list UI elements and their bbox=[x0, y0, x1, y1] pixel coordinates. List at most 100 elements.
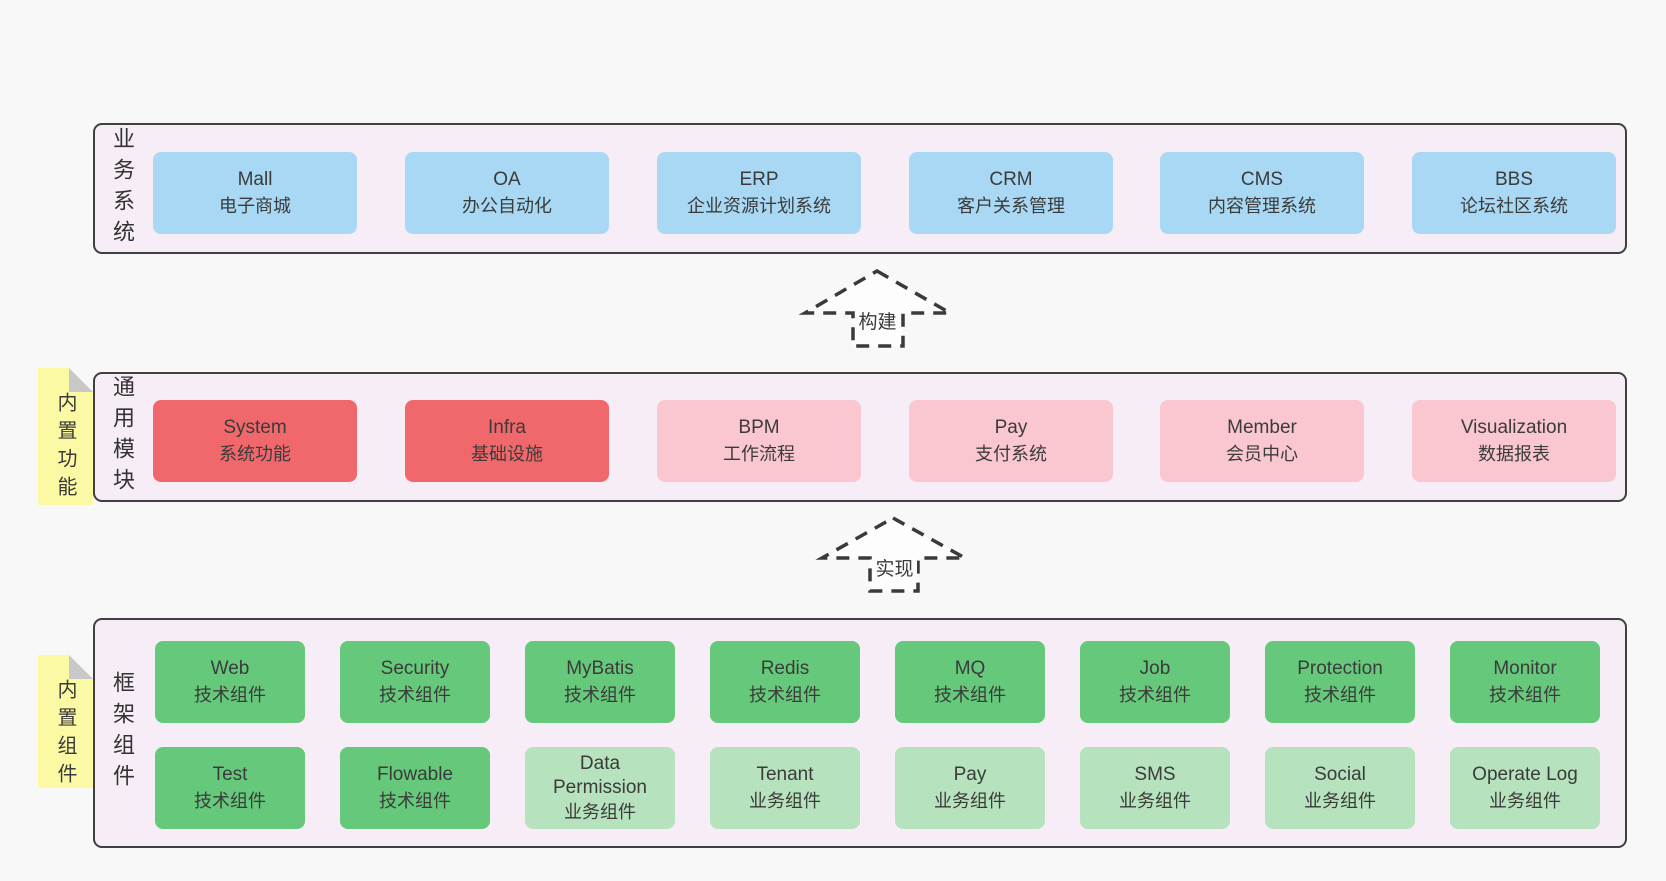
box-sms: SMS 业务组件 bbox=[1080, 747, 1230, 829]
box-subtitle: 技术组件 bbox=[194, 791, 266, 811]
box-title: Redis bbox=[760, 658, 810, 679]
band-label-components: 框架组件 bbox=[110, 671, 135, 795]
band-business-systems: 业务系统 Mall 电子商城 OA 办公自动化 ERP 企业资源计划系统 CRM… bbox=[93, 123, 1627, 254]
box-subtitle: 支付系统 bbox=[975, 444, 1047, 464]
box-subtitle: 技术组件 bbox=[564, 685, 636, 705]
box-subtitle: 业务组件 bbox=[1304, 791, 1376, 811]
box-title: CRM bbox=[989, 169, 1033, 190]
box-redis: Redis 技术组件 bbox=[710, 641, 860, 723]
box-subtitle: 技术组件 bbox=[379, 685, 451, 705]
box-title: Pay bbox=[953, 764, 987, 785]
box-title: Test bbox=[212, 764, 248, 785]
box-mall: Mall 电子商城 bbox=[153, 152, 357, 234]
box-subtitle: 论坛社区系统 bbox=[1460, 196, 1568, 216]
box-social: Social 业务组件 bbox=[1265, 747, 1415, 829]
box-title: Infra bbox=[487, 417, 527, 438]
box-title: Member bbox=[1227, 417, 1297, 438]
note-fold-corner bbox=[69, 368, 93, 392]
box-title: ERP bbox=[739, 169, 779, 190]
box-subtitle: 业务组件 bbox=[934, 791, 1006, 811]
box-job: Job 技术组件 bbox=[1080, 641, 1230, 723]
box-title: CMS bbox=[1240, 169, 1284, 190]
box-monitor: Monitor 技术组件 bbox=[1450, 641, 1600, 723]
box-subtitle: 业务组件 bbox=[564, 802, 636, 822]
box-cms: CMS 内容管理系统 bbox=[1160, 152, 1364, 234]
box-subtitle: 基础设施 bbox=[471, 444, 543, 464]
note-text: 内置功能 bbox=[54, 392, 76, 504]
box-subtitle: 技术组件 bbox=[1304, 685, 1376, 705]
band-framework-components: 框架组件 Web 技术组件 Security 技术组件 MyBatis 技术组件… bbox=[93, 618, 1627, 848]
box-member: Member 会员中心 bbox=[1160, 400, 1364, 482]
box-title: BPM bbox=[738, 417, 780, 438]
box-title: MQ bbox=[954, 658, 986, 679]
box-title: Monitor bbox=[1493, 658, 1557, 679]
sticky-note-built-in-components: 内置组件 bbox=[38, 655, 93, 791]
block-arrow-up-icon bbox=[815, 515, 972, 593]
box-title: Job bbox=[1139, 658, 1171, 679]
box-bbs: BBS 论坛社区系统 bbox=[1412, 152, 1616, 234]
box-operate-log: Operate Log 业务组件 bbox=[1450, 747, 1600, 829]
note-text: 内置组件 bbox=[54, 679, 76, 791]
box-title: Protection bbox=[1297, 658, 1383, 679]
box-subtitle: 企业资源计划系统 bbox=[687, 196, 831, 216]
box-system: System 系统功能 bbox=[153, 400, 357, 482]
box-subtitle: 内容管理系统 bbox=[1208, 196, 1316, 216]
box-subtitle: 技术组件 bbox=[1119, 685, 1191, 705]
box-title: Operate Log bbox=[1472, 764, 1578, 785]
band-common-modules: 通用模块 System 系统功能 Infra 基础设施 BPM 工作流程 Pay… bbox=[93, 372, 1627, 502]
box-subtitle: 技术组件 bbox=[934, 685, 1006, 705]
box-crm: CRM 客户关系管理 bbox=[909, 152, 1113, 234]
build-arrow-label: 构建 bbox=[855, 312, 900, 333]
band-label-modules: 通用模块 bbox=[110, 375, 135, 499]
box-title: System bbox=[223, 417, 287, 438]
box-web: Web 技术组件 bbox=[155, 641, 305, 723]
implement-arrow-label: 实现 bbox=[872, 559, 917, 580]
box-infra: Infra 基础设施 bbox=[405, 400, 609, 482]
box-oa: OA 办公自动化 bbox=[405, 152, 609, 234]
box-subtitle: 业务组件 bbox=[1489, 791, 1561, 811]
box-visualization: Visualization 数据报表 bbox=[1412, 400, 1616, 482]
band-label-business: 业务系统 bbox=[110, 126, 135, 251]
box-subtitle: 客户关系管理 bbox=[957, 196, 1065, 216]
box-title: Social bbox=[1314, 764, 1366, 785]
box-title: Web bbox=[210, 658, 250, 679]
box-erp: ERP 企业资源计划系统 bbox=[657, 152, 861, 234]
box-bpm: BPM 工作流程 bbox=[657, 400, 861, 482]
box-title: Mall bbox=[237, 169, 273, 190]
note-fold-corner bbox=[69, 655, 93, 679]
box-subtitle: 技术组件 bbox=[194, 685, 266, 705]
box-protection: Protection 技术组件 bbox=[1265, 641, 1415, 723]
box-subtitle: 办公自动化 bbox=[462, 196, 552, 216]
box-security: Security 技术组件 bbox=[340, 641, 490, 723]
box-mybatis: MyBatis 技术组件 bbox=[525, 641, 675, 723]
box-tenant: Tenant 业务组件 bbox=[710, 747, 860, 829]
build-arrow: 构建 bbox=[795, 265, 960, 350]
box-subtitle: 业务组件 bbox=[749, 791, 821, 811]
box-subtitle: 数据报表 bbox=[1478, 444, 1550, 464]
box-subtitle: 电子商城 bbox=[219, 196, 291, 216]
sticky-note-built-in-features: 内置功能 bbox=[38, 368, 93, 505]
box-title: Data Permission bbox=[553, 753, 647, 798]
box-title: MyBatis bbox=[566, 658, 634, 679]
block-arrow-up-icon bbox=[798, 268, 957, 348]
implement-arrow: 实现 bbox=[812, 512, 977, 597]
box-title: Security bbox=[380, 658, 450, 679]
box-title: BBS bbox=[1494, 169, 1534, 190]
box-pay: Pay 支付系统 bbox=[909, 400, 1113, 482]
box-title: Visualization bbox=[1460, 417, 1568, 438]
box-subtitle: 技术组件 bbox=[1489, 685, 1561, 705]
box-subtitle: 技术组件 bbox=[379, 791, 451, 811]
box-subtitle: 技术组件 bbox=[749, 685, 821, 705]
box-data-permission: Data Permission 业务组件 bbox=[525, 747, 675, 829]
box-flowable: Flowable 技术组件 bbox=[340, 747, 490, 829]
box-title: Flowable bbox=[376, 764, 454, 785]
box-mq: MQ 技术组件 bbox=[895, 641, 1045, 723]
box-title: Pay bbox=[994, 417, 1028, 438]
box-test: Test 技术组件 bbox=[155, 747, 305, 829]
box-title: Tenant bbox=[756, 764, 814, 785]
box-pay-component: Pay 业务组件 bbox=[895, 747, 1045, 829]
box-subtitle: 工作流程 bbox=[723, 444, 795, 464]
box-subtitle: 系统功能 bbox=[219, 444, 291, 464]
box-title: OA bbox=[493, 169, 521, 190]
